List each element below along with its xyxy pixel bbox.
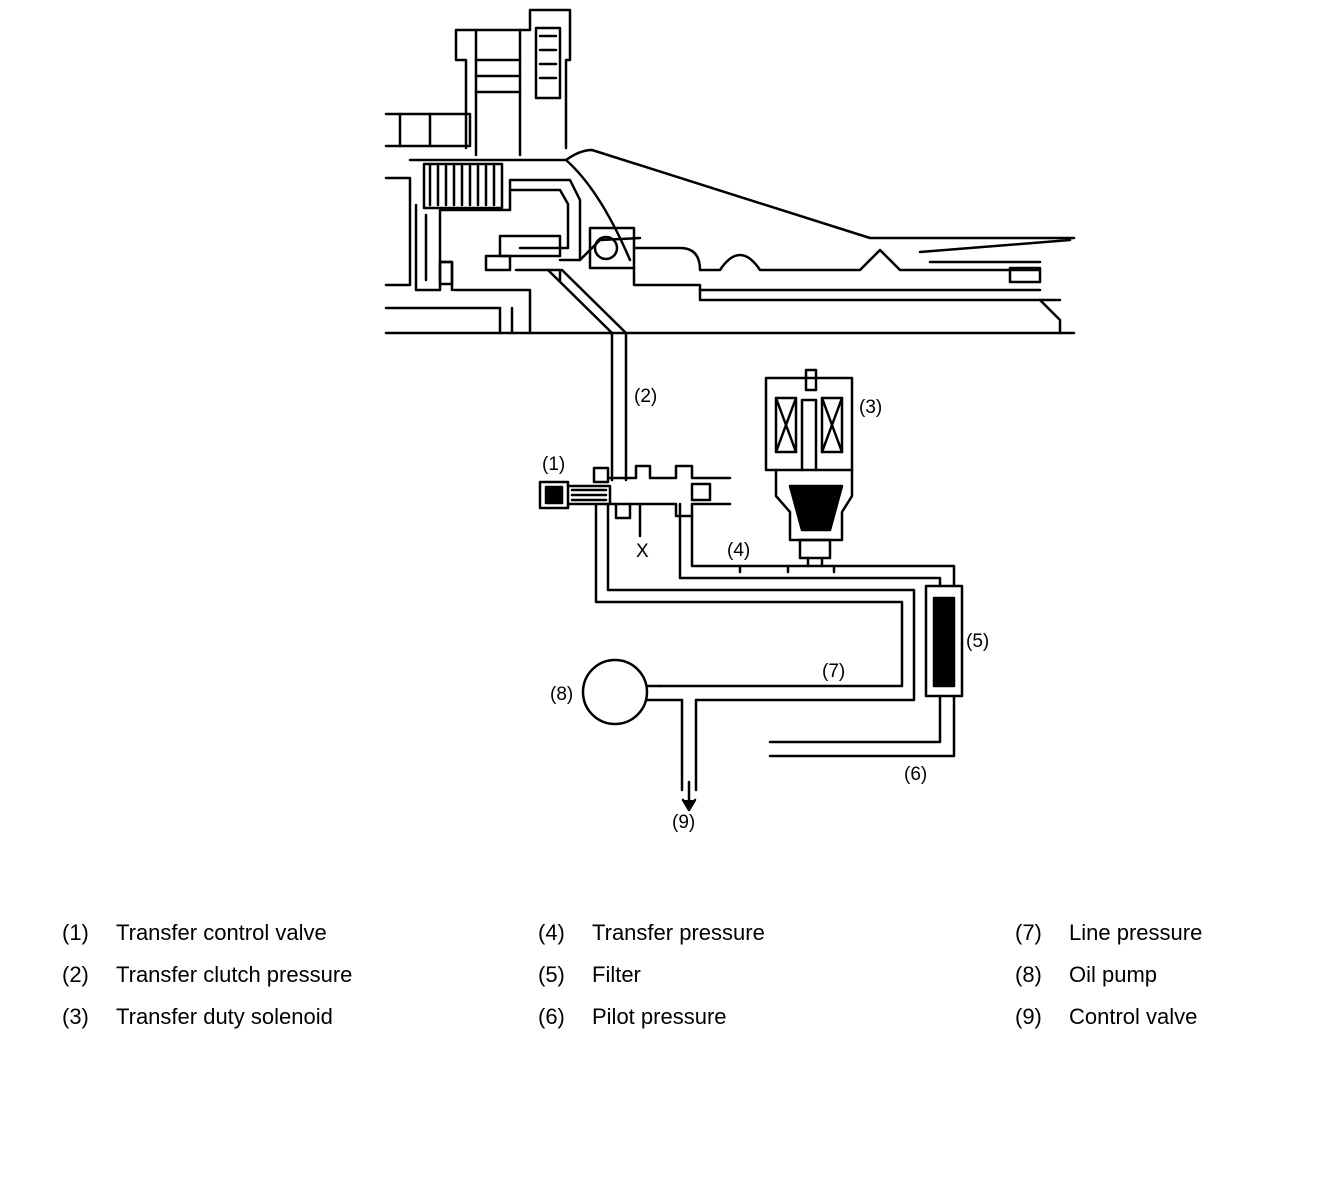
- transfer-clutch-pressure-line: [546, 268, 628, 482]
- legend-number: (7): [1015, 920, 1042, 945]
- legend-number: (2): [62, 962, 89, 987]
- drain-mark: X: [636, 541, 649, 562]
- legend-column-1: (1) Transfer control valve (2) Transfer …: [62, 912, 352, 1038]
- legend-item-1: (1) Transfer control valve: [62, 912, 352, 954]
- legend-label: Oil pump: [1069, 962, 1158, 987]
- legend-number: (6): [538, 1004, 565, 1029]
- transfer-clutch-housing: [384, 8, 1076, 335]
- control-valve-line: [680, 698, 698, 812]
- legend-label: Transfer duty solenoid: [116, 1004, 333, 1029]
- line-pressure-line: [594, 502, 916, 702]
- transfer-pressure-line: [678, 502, 956, 588]
- pilot-pressure-line: [768, 694, 956, 758]
- callout-1: (1): [542, 454, 565, 475]
- callout-4: (4): [727, 540, 750, 561]
- callout-9: (9): [672, 812, 695, 833]
- callout-2: (2): [634, 386, 657, 407]
- legend-number: (8): [1015, 962, 1042, 987]
- legend-item-4: (4) Transfer pressure: [538, 912, 765, 954]
- legend-label: Line pressure: [1069, 920, 1203, 945]
- legend-item-2: (2) Transfer clutch pressure: [62, 954, 352, 996]
- legend-item-5: (5) Filter: [538, 954, 765, 996]
- legend-label: Filter: [592, 962, 641, 987]
- legend-item-6: (6) Pilot pressure: [538, 996, 765, 1038]
- transfer-duty-solenoid: [764, 368, 854, 560]
- legend-column-2: (4) Transfer pressure (5) Filter (6) Pil…: [538, 912, 765, 1038]
- legend-label: Transfer clutch pressure: [116, 962, 353, 987]
- clutch-pack: [422, 162, 504, 210]
- legend-item-7: (7) Line pressure: [1015, 912, 1202, 954]
- callout-7: (7): [822, 661, 845, 682]
- legend-number: (5): [538, 962, 565, 987]
- legend-item-3: (3) Transfer duty solenoid: [62, 996, 352, 1038]
- legend-column-3: (7) Line pressure (8) Oil pump (9) Contr…: [1015, 912, 1202, 1038]
- transfer-control-valve: [538, 464, 732, 538]
- legend-label: Transfer control valve: [116, 920, 327, 945]
- legend-number: (4): [538, 920, 565, 945]
- callout-6: (6): [904, 764, 927, 785]
- legend-label: Control valve: [1069, 1004, 1198, 1029]
- callout-5: (5): [966, 631, 989, 652]
- oil-pump: [581, 658, 684, 726]
- legend-number: (9): [1015, 1004, 1042, 1029]
- callout-8: (8): [550, 684, 573, 705]
- filter: [924, 584, 964, 698]
- callout-3: (3): [859, 397, 882, 418]
- legend-label: Pilot pressure: [592, 1004, 727, 1029]
- legend-number: (3): [62, 1004, 89, 1029]
- hydraulic-circuit-diagram: (2) (3) (1) X (4) (5) (7) (8) (6) (9): [384, 8, 1076, 833]
- legend-label: Transfer pressure: [592, 920, 765, 945]
- legend-item-8: (8) Oil pump: [1015, 954, 1202, 996]
- legend-number: (1): [62, 920, 89, 945]
- legend-item-9: (9) Control valve: [1015, 996, 1202, 1038]
